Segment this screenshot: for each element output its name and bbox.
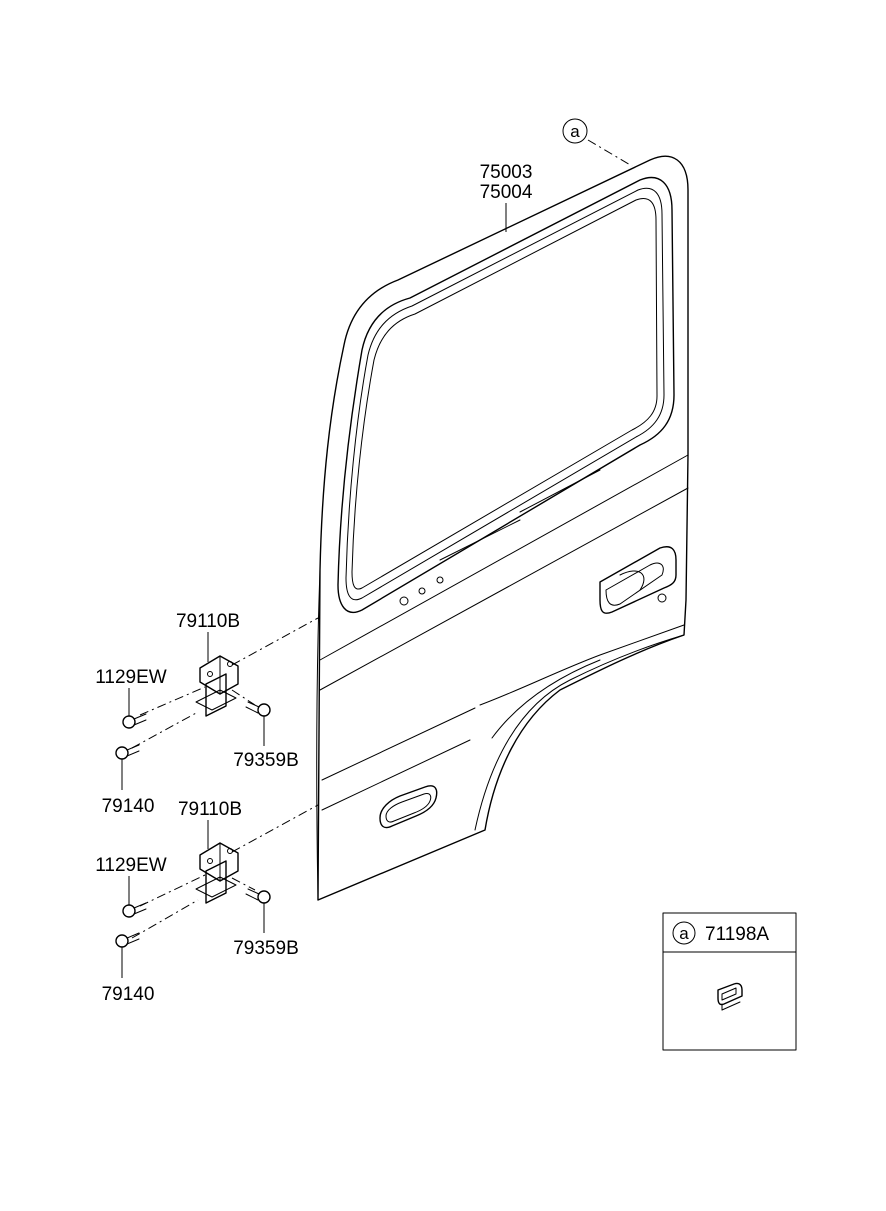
bolt-79359b-lower[interactable]: [245, 888, 271, 904]
outer-door-handle[interactable]: [599, 546, 677, 614]
bolt-79140-lower[interactable]: [115, 932, 140, 948]
detail-box[interactable]: a 71198A: [662, 912, 797, 1051]
part-label-79110b-upper: 79110B: [176, 611, 240, 632]
clip-part-icon: [717, 982, 743, 1011]
detail-box-letter: a: [679, 924, 689, 943]
part-label-75004: 75004: [480, 182, 533, 203]
window-frame: [337, 176, 675, 613]
callout-dash-line: [587, 139, 633, 167]
door-panel[interactable]: [316, 155, 689, 901]
lower-hinge[interactable]: [195, 842, 239, 904]
bolt-79359b-upper[interactable]: [245, 701, 271, 717]
part-label-79110b-lower: 79110B: [178, 799, 242, 820]
part-label-79359b-upper: 79359B: [233, 750, 299, 771]
upper-hinge[interactable]: [195, 655, 239, 717]
callout-a[interactable]: a: [562, 118, 588, 144]
part-label-75003: 75003: [480, 162, 533, 183]
part-label-79140-lower: 79140: [102, 984, 155, 1005]
part-label-1129ew-upper: 1129EW: [95, 667, 167, 688]
detail-box-part-label: 71198A: [705, 924, 769, 945]
part-label-1129ew-lower: 1129EW: [95, 855, 167, 876]
lower-door-handle[interactable]: [379, 785, 438, 829]
lower-hinge-dash-line: [231, 804, 319, 853]
part-label-79359b-lower: 79359B: [233, 938, 299, 959]
part-label-79140-upper: 79140: [102, 796, 155, 817]
upper-hinge-dash-line: [231, 617, 319, 666]
bolt-79140-upper[interactable]: [115, 744, 140, 760]
callout-letter: a: [570, 122, 580, 141]
bolt-1129ew-upper[interactable]: [122, 713, 147, 729]
